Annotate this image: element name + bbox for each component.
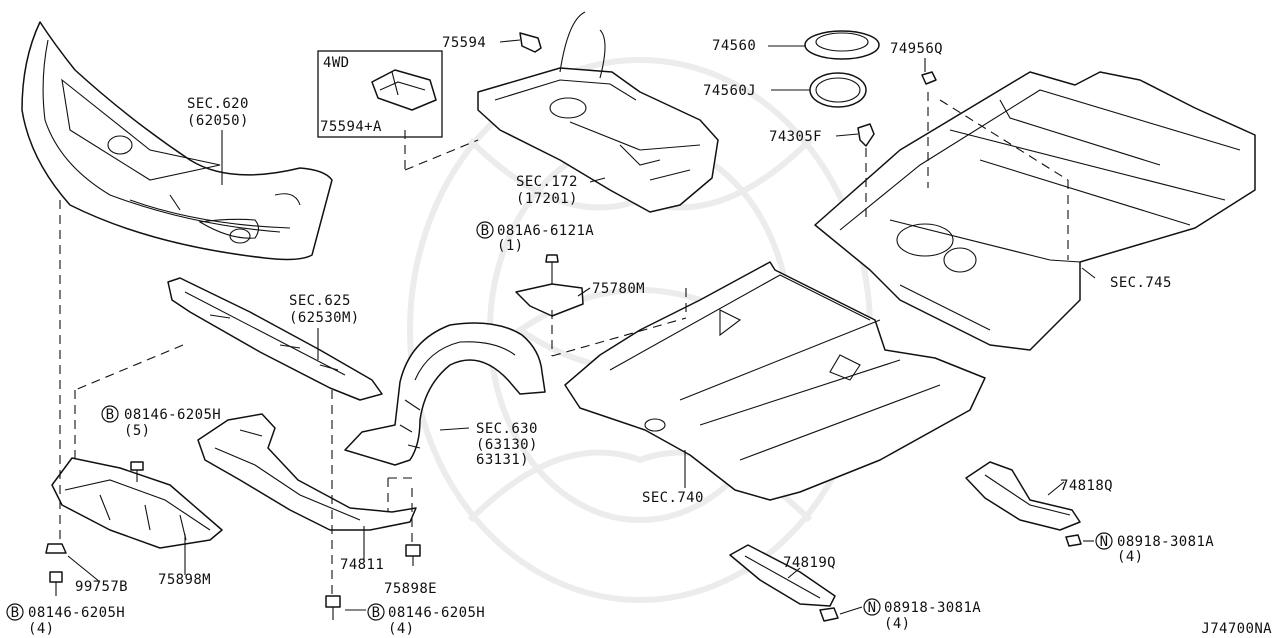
label-bolt-081a6[interactable]: 081A6-6121A	[497, 223, 594, 239]
clip-99757b[interactable]	[45, 543, 67, 554]
label-bolt-08146-front-qty: (5)	[124, 423, 151, 439]
label-sec740[interactable]: SEC.740	[642, 490, 704, 506]
label-74956q[interactable]: 74956Q	[890, 41, 943, 57]
label-74818q[interactable]: 74818Q	[1060, 478, 1113, 494]
label-sec630[interactable]: SEC.630	[476, 421, 538, 437]
label-74819q[interactable]: 74819Q	[783, 555, 836, 571]
cover-74560[interactable]	[804, 30, 880, 60]
bracket-74818q[interactable]	[965, 461, 1081, 531]
4wd-variant-box	[317, 50, 443, 138]
label-74560[interactable]: 74560	[712, 38, 756, 54]
label-74560j[interactable]: 74560J	[703, 83, 756, 99]
label-sec630-sub2: 63131)	[476, 452, 529, 468]
label-bolt-08146-lower-left-qty: (4)	[28, 621, 55, 637]
label-sec620[interactable]: SEC.620	[187, 96, 249, 112]
clip-74305f[interactable]	[857, 123, 875, 147]
front-bumper-fascia[interactable]	[21, 21, 333, 261]
bolt-75898e[interactable]	[405, 544, 421, 566]
label-74811[interactable]: 74811	[340, 557, 384, 573]
leader-lines	[67, 39, 1096, 615]
label-75780m[interactable]: 75780M	[592, 281, 645, 297]
label-bolt-08146-bottom-qty: (4)	[388, 621, 415, 637]
bracket-75594-a[interactable]	[371, 69, 437, 111]
bracket-75780m[interactable]	[515, 283, 584, 317]
label-bolt-081a6-qty: (1)	[497, 238, 524, 254]
symbol-n-08918-right: N	[1095, 532, 1113, 550]
label-75898e[interactable]: 75898E	[384, 581, 437, 597]
label-nut-08918-bottom-qty: (4)	[884, 616, 911, 632]
front-crossmember-sec625[interactable]	[167, 277, 383, 401]
bracket-74819q[interactable]	[729, 544, 836, 607]
symbol-b-08146-front: B	[101, 405, 119, 423]
label-4wd: 4WD	[323, 55, 350, 71]
symbol-b-08146-lower-left: B	[6, 603, 24, 621]
clip-75594[interactable]	[519, 32, 542, 53]
rear-floor-panel[interactable]	[814, 71, 1256, 351]
symbol-b-08146-bottom: B	[367, 603, 385, 621]
label-nut-08918-right-qty: (4)	[1117, 549, 1144, 565]
svg-text:B: B	[11, 605, 20, 621]
label-bolt-08146-bottom[interactable]: 08146-6205H	[388, 605, 485, 621]
symbol-n-08918-bottom: N	[863, 598, 881, 616]
assembly-dash-lines	[59, 92, 1069, 596]
label-sec172-sub: (17201)	[516, 191, 578, 207]
bolt-08146-6205h-lower-left[interactable]	[49, 571, 63, 596]
figure-code: J74700NA	[1201, 621, 1272, 637]
splash-guard-75898m[interactable]	[51, 457, 223, 549]
label-74305f[interactable]: 74305F	[769, 129, 822, 145]
nut-08918-3081a-right[interactable]	[1065, 534, 1082, 547]
bolt-08146-6205h-bottom[interactable]	[325, 595, 341, 620]
label-sec620-sub: (62050)	[187, 113, 249, 129]
label-99757b[interactable]: 99757B	[75, 579, 128, 595]
nut-08918-3081a-bottom[interactable]	[819, 607, 839, 622]
clip-74956q[interactable]	[921, 71, 937, 85]
bolt-081a6-6121a[interactable]	[545, 254, 559, 284]
label-75594-a[interactable]: 75594+A	[320, 119, 382, 135]
label-bolt-08146-lower-left[interactable]: 08146-6205H	[28, 605, 125, 621]
label-75898m[interactable]: 75898M	[158, 572, 211, 588]
svg-text:B: B	[106, 407, 115, 423]
part-labels: SEC.620 (62050) 4WD 75594+A 75594 SEC.17…	[28, 35, 1272, 637]
svg-text:B: B	[481, 223, 490, 239]
fuel-tank[interactable]	[477, 11, 719, 213]
svg-text:N: N	[868, 600, 877, 616]
label-nut-08918-right[interactable]: 08918-3081A	[1117, 534, 1214, 550]
label-nut-08918-bottom[interactable]: 08918-3081A	[884, 600, 981, 616]
under-cover-74811[interactable]	[197, 413, 417, 531]
label-sec625[interactable]: SEC.625	[289, 293, 351, 309]
bolt-08146-6205h-front[interactable]	[130, 461, 144, 482]
label-sec625-sub: (62530M)	[289, 310, 360, 326]
label-sec630-sub1: (63130)	[476, 437, 538, 453]
svg-text:B: B	[372, 605, 381, 621]
fender-liner-sec630[interactable]	[344, 322, 546, 466]
symbol-b-081a6: B	[476, 221, 494, 239]
svg-text:N: N	[1100, 534, 1109, 550]
label-sec172[interactable]: SEC.172	[516, 174, 578, 190]
seal-74560j[interactable]	[809, 72, 867, 108]
front-floor-panel-sec740[interactable]	[564, 261, 986, 501]
label-sec745[interactable]: SEC.745	[1110, 275, 1172, 291]
label-bolt-08146-front[interactable]: 08146-6205H	[124, 407, 221, 423]
label-75594[interactable]: 75594	[442, 35, 486, 51]
